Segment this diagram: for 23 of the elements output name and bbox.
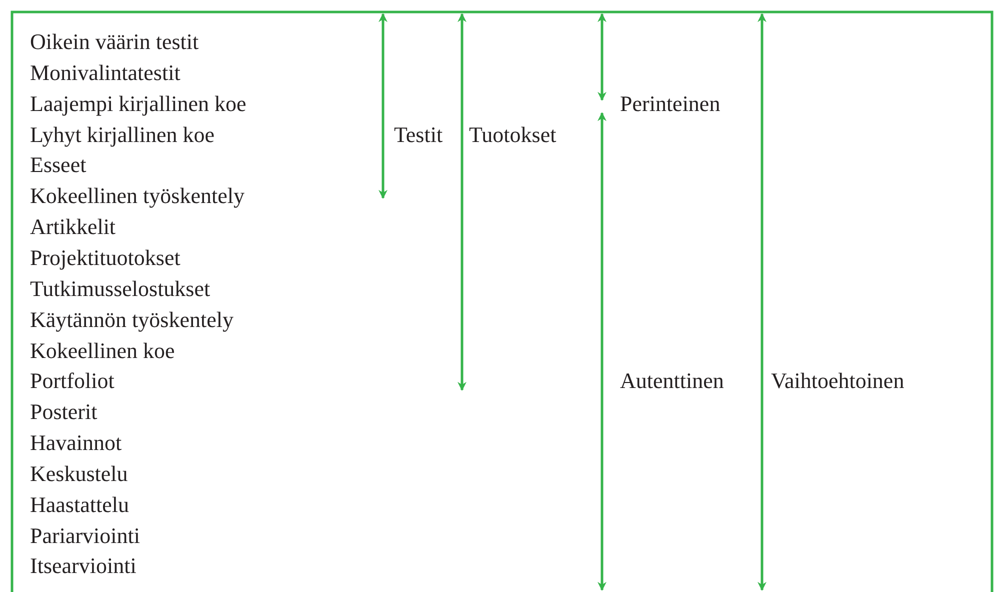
assessment-method-label: Oikein väärin testit xyxy=(30,29,199,55)
assessment-method-label: Posterit xyxy=(30,399,98,426)
assessment-method-label: Artikkelit xyxy=(30,214,116,240)
assessment-method-label: Monivalintatestit xyxy=(30,60,180,86)
category-label: Autenttinen xyxy=(620,368,724,394)
assessment-method-label: Laajempi kirjallinen koe xyxy=(30,90,246,117)
assessment-method-label: Esseet xyxy=(30,152,86,178)
assessment-method-label: Portfoliot xyxy=(30,368,114,394)
category-label: Testit xyxy=(394,122,443,148)
assessment-method-label: Havainnot xyxy=(30,430,122,456)
assessment-method-label: Keskustelu xyxy=(30,460,128,487)
category-label: Tuotokset xyxy=(469,122,556,148)
assessment-method-label: Kokeellinen koe xyxy=(30,338,175,364)
assessment-method-label: Kokeellinen työskentely xyxy=(30,183,244,210)
assessment-method-label: Käytännön työskentely xyxy=(30,306,234,333)
assessment-method-label: Pariarviointi xyxy=(30,522,140,549)
assessment-method-label: Projektituotokset xyxy=(30,244,180,271)
category-label: Vaihtoehtoinen xyxy=(771,368,904,394)
category-label: Perinteinen xyxy=(620,90,720,117)
assessment-method-label: Tutkimusselostukset xyxy=(30,276,210,302)
assessment-method-label: Lyhyt kirjallinen koe xyxy=(30,122,215,148)
assessment-method-label: Itsearviointi xyxy=(30,553,136,580)
assessment-method-label: Haastattelu xyxy=(30,492,129,518)
